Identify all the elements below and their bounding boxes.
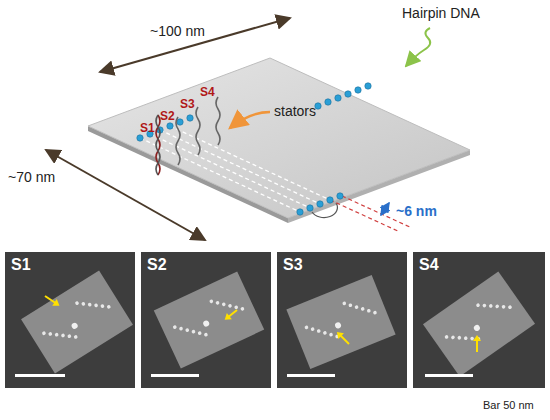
dimension-label: ~70 nm bbox=[8, 170, 55, 185]
panel-label: S4 bbox=[413, 252, 439, 274]
afm-image-panel: S3 bbox=[277, 252, 407, 388]
panel-label: S2 bbox=[141, 252, 167, 274]
callout-label: stators bbox=[274, 104, 316, 119]
scale-note: Bar 50 nm bbox=[483, 399, 534, 411]
stator-label: S1 bbox=[140, 122, 155, 135]
dimension-label: ~100 nm bbox=[150, 24, 205, 39]
panel-label: S3 bbox=[277, 252, 303, 274]
stator-label: S3 bbox=[180, 98, 195, 111]
callout-label: Hairpin DNA bbox=[402, 6, 480, 21]
dimension-label: ~6 nm bbox=[396, 204, 437, 219]
afm-image-panel: S4 bbox=[413, 252, 545, 388]
afm-image-panel: S1 bbox=[5, 252, 135, 388]
panel-label: S1 bbox=[5, 252, 31, 274]
stator-label: S4 bbox=[200, 86, 215, 99]
origami-illustration bbox=[0, 0, 550, 250]
afm-image-panel: S2 bbox=[141, 252, 271, 388]
stator-label: S2 bbox=[160, 110, 175, 123]
